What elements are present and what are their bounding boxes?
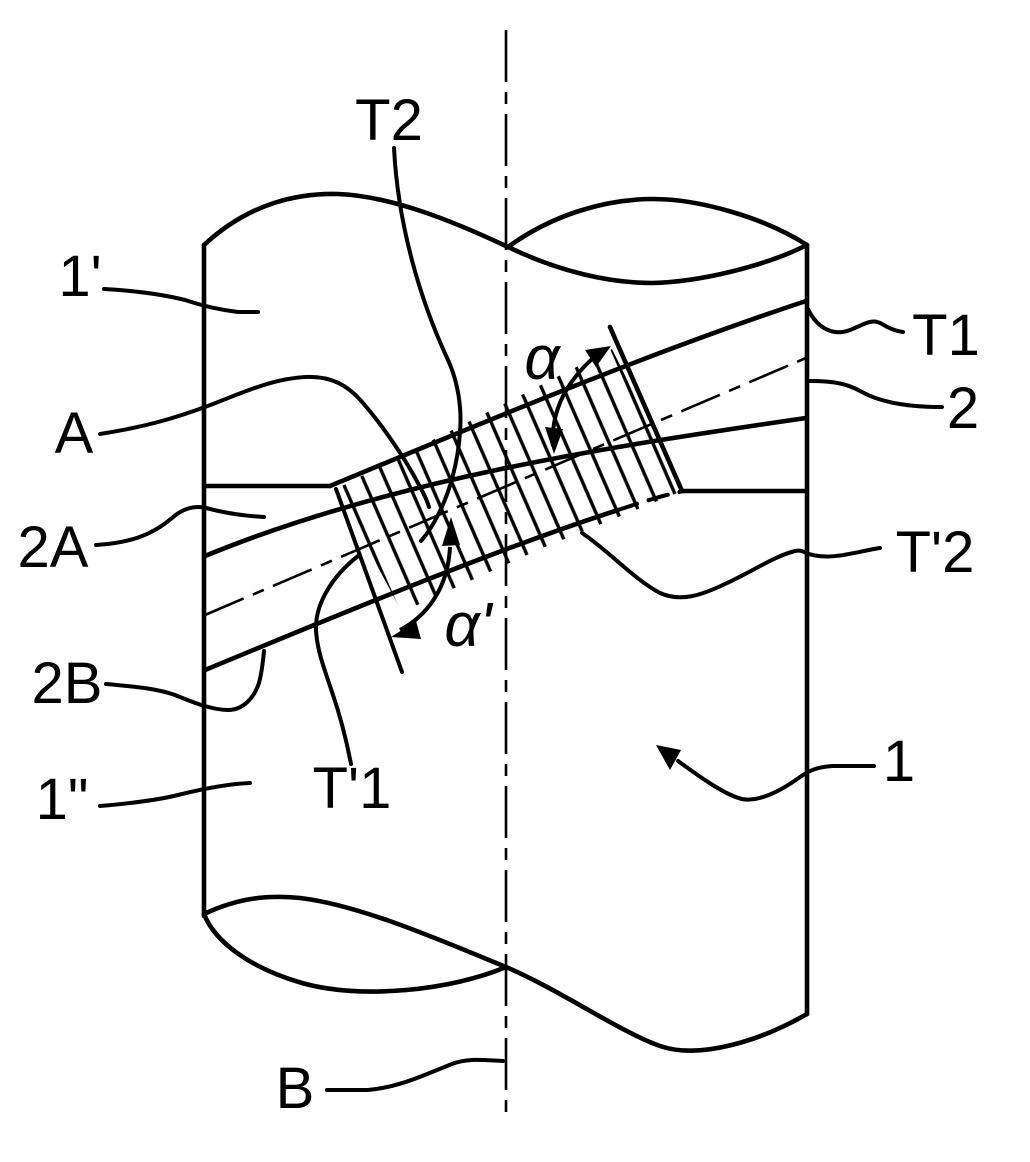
leader-1-double-prime	[98, 781, 252, 808]
leader-t2	[392, 146, 463, 543]
overlap-region-hatch	[336, 349, 682, 612]
leader-2	[808, 379, 944, 409]
leader-a	[98, 374, 431, 509]
leader-1-prime	[102, 287, 260, 314]
band-bottom-edge-hidden-dashed	[616, 489, 686, 512]
leader-1-arrow-curve	[676, 759, 876, 802]
label-alpha-prime: α'	[444, 591, 493, 660]
label-a: A	[55, 401, 94, 466]
band-bottom-edge-diagonal	[202, 507, 621, 673]
alpha-prime-angle-arc	[399, 546, 452, 632]
label-2b: 2B	[32, 651, 103, 716]
label-1-prime: 1'	[58, 244, 101, 309]
label-t2: T2	[355, 88, 423, 153]
cylinder-bottom-lens-lower-arc	[201, 911, 509, 994]
one-arrowhead	[656, 745, 681, 770]
label-2a: 2A	[18, 515, 89, 580]
leader-t-prime-1	[313, 554, 360, 766]
band-end-cut-line-right	[607, 324, 685, 494]
alpha-prime-arrowhead-up	[442, 517, 460, 546]
leader-t1	[806, 307, 905, 335]
leader-b	[325, 1057, 505, 1092]
label-b: B	[276, 1056, 315, 1121]
label-alpha: α	[524, 324, 561, 393]
label-2: 2	[947, 376, 979, 441]
leader-2a	[94, 505, 266, 547]
label-1-double-prime: 1"	[36, 767, 89, 832]
alpha-arrowhead-up	[585, 346, 611, 367]
label-t-prime-1: T'1	[313, 756, 392, 821]
label-1: 1	[883, 729, 915, 794]
leader-t-prime-2	[580, 531, 882, 600]
band-back-edge-diagonal	[202, 415, 809, 559]
band-centerline-dashdot	[204, 356, 807, 617]
alpha-arrowhead-down	[545, 427, 563, 454]
leader-2b	[104, 649, 266, 713]
band-top-edge-diagonal	[327, 298, 809, 489]
alpha-prime-arrowhead-left	[391, 621, 421, 639]
band-end-cut-line-left	[334, 487, 404, 674]
label-t1: T1	[912, 303, 980, 368]
cylinder-top-lens-upper-arc	[505, 196, 810, 250]
label-t-prime-2: T'2	[896, 520, 975, 585]
